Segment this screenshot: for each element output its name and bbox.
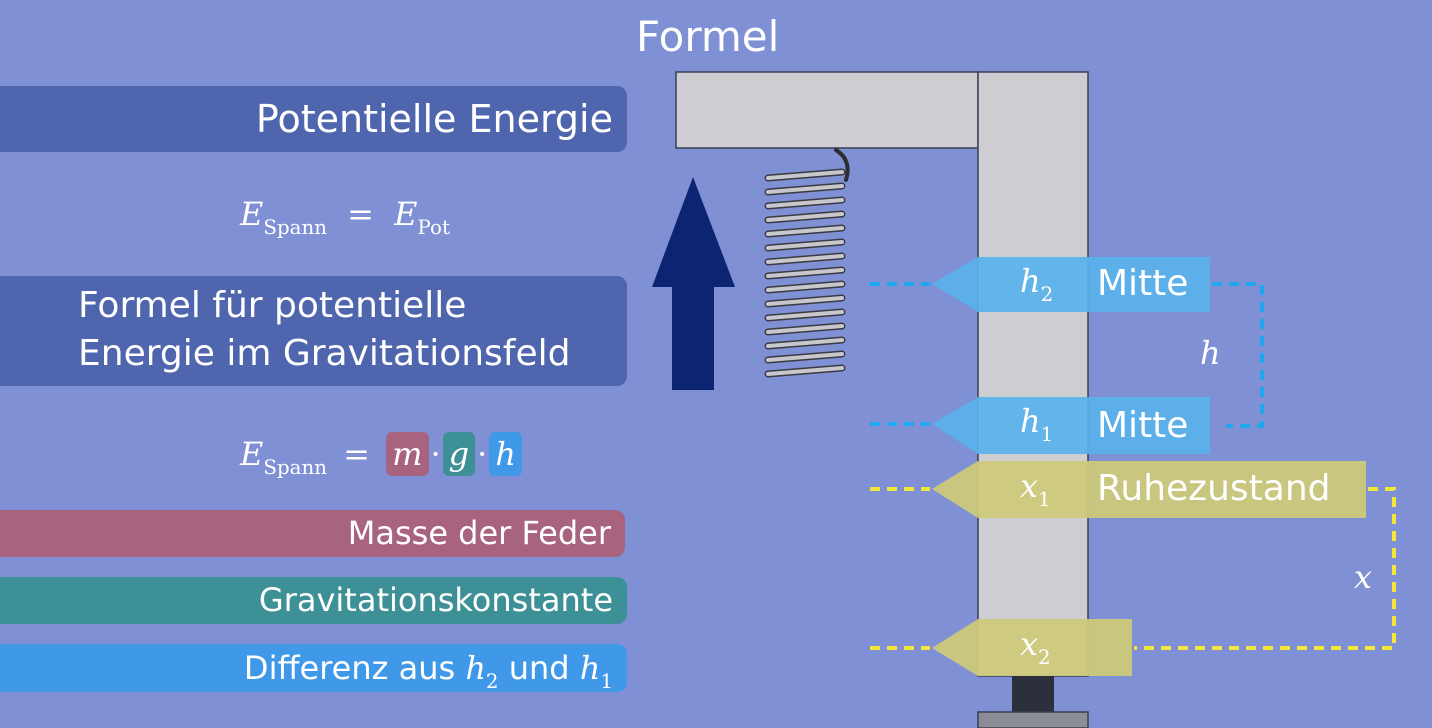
marker-x2-var: x2 (1020, 625, 1051, 669)
legend-mass-label: Masse der Feder (347, 514, 611, 552)
eq1-rhs: EPot (394, 195, 450, 239)
eq1-equals: = (347, 195, 374, 233)
legend-gravity-label: Gravitationskonstante (258, 581, 613, 619)
bracket-x (1134, 487, 1396, 650)
bracket-x-label: x (1354, 558, 1373, 596)
eq2-dot-1: · (430, 435, 441, 473)
stand-pole (977, 71, 1089, 677)
legend-difference: Differenz aus h2 und h1 (0, 644, 627, 693)
page-title: Formel (636, 12, 780, 61)
legend-mass: Masse der Feder (0, 510, 625, 557)
stand-connector (1012, 676, 1054, 712)
marker-x1 (870, 461, 1366, 518)
equation-spann-equals-pot: ESpann = EPot (240, 192, 450, 250)
section-potential-energy: Potentielle Energie (0, 86, 627, 152)
eq2-dot-2: · (477, 435, 488, 473)
bracket-h (1212, 282, 1264, 428)
eq2-mass-symbol: m (386, 432, 429, 476)
stand-top-beam (675, 71, 979, 149)
formula-heading-line2: Energie im Gravitationsfeld (78, 333, 571, 374)
eq2-equals: = (343, 435, 370, 473)
section-potential-energy-label: Potentielle Energie (255, 97, 613, 141)
stand-base (977, 711, 1089, 728)
eq2-height-symbol: h (489, 432, 522, 476)
legend-and: und (498, 649, 580, 687)
marker-x1-var: x1 (1020, 467, 1051, 511)
legend-difference-prefix: Differenz aus (243, 649, 466, 687)
eq1-lhs: ESpann (240, 195, 327, 239)
section-formula-heading: Formel für potentielle Energie im Gravit… (0, 276, 627, 386)
marker-x1-label: Ruhezustand (1097, 468, 1331, 509)
legend-h2: h2 (465, 649, 499, 693)
eq2-lhs: ESpann (240, 435, 327, 479)
marker-h1-label: Mitte (1097, 405, 1189, 446)
formula-heading-line1: Formel für potentielle (78, 285, 467, 326)
legend-gravity: Gravitationskonstante (0, 577, 627, 624)
marker-x2 (870, 619, 1132, 676)
marker-h2 (870, 257, 1210, 312)
legend-h1: h1 (579, 649, 613, 693)
bracket-h-label: h (1200, 334, 1221, 372)
marker-h2-var: h2 (1020, 262, 1054, 306)
stand (675, 71, 1089, 728)
up-arrow-icon (652, 177, 735, 390)
marker-h1-var: h1 (1020, 402, 1054, 446)
equation-spann-mgh: ESpann = m·g·h (240, 432, 522, 490)
coil-spring-icon (764, 148, 850, 378)
marker-h1 (870, 397, 1210, 454)
marker-h2-label: Mitte (1097, 263, 1189, 304)
eq2-gravity-symbol: g (442, 432, 476, 476)
